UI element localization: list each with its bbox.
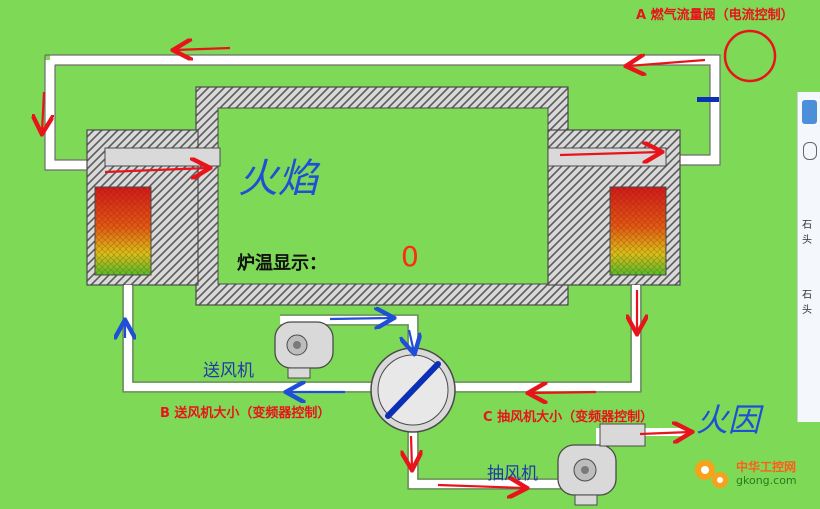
flow-arrows-blue	[125, 318, 414, 392]
logo-title: 中华工控网	[736, 460, 797, 474]
flow-arrows-red	[42, 48, 706, 488]
exhaust-fan-label: 抽风机	[487, 464, 538, 484]
gear-icon	[695, 460, 728, 488]
valve-indicator	[697, 97, 719, 102]
furnace-chamber	[217, 107, 549, 285]
side-panel: 石头 石头	[797, 92, 820, 422]
blower-label: 送风机	[203, 361, 254, 381]
blower-size-label: B 送风机大小（变频器控制）	[160, 406, 331, 421]
exhaust-size-label: C 抽风机大小（变频器控制）	[483, 410, 654, 425]
watermark-logo: 中华工控网 gkong.com	[688, 450, 808, 500]
exhaust-fan	[557, 423, 646, 506]
temp-value: 0	[401, 240, 419, 273]
side-item-2[interactable]: 石头	[802, 290, 812, 316]
side-item-1[interactable]: 石头	[802, 220, 812, 246]
gas-valve-circle[interactable]	[723, 29, 777, 83]
gas-valve-label: A 燃气流量阀（电流控制）	[636, 8, 794, 23]
temp-label: 炉温显示：	[237, 253, 327, 274]
microphone-icon[interactable]	[803, 142, 817, 160]
flame-handwriting: 火焰	[238, 156, 318, 202]
logo-url: gkong.com	[736, 474, 797, 487]
smoke-handwriting: 火因	[696, 401, 761, 439]
blower-fan	[274, 321, 334, 379]
app-icon[interactable]	[802, 100, 817, 124]
